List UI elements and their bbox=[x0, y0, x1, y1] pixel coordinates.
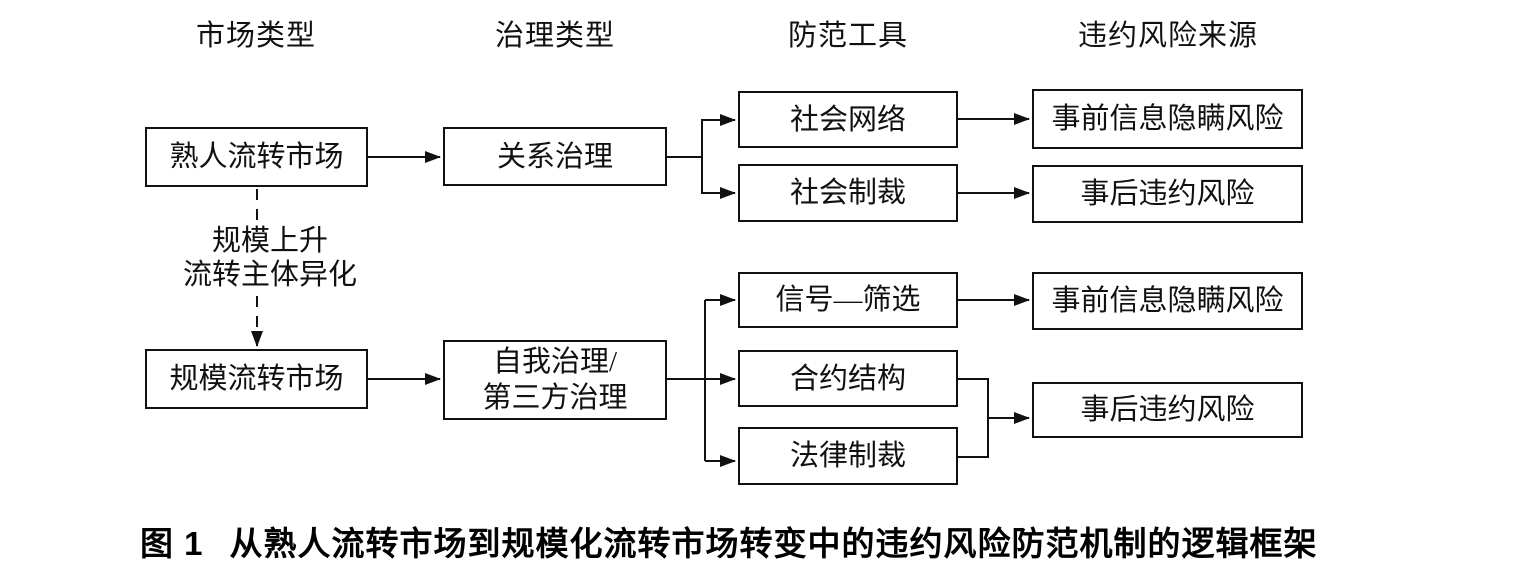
node-scale-market: 规模流转市场 bbox=[145, 349, 368, 409]
node-expost-risk-bottom: 事后违约风险 bbox=[1032, 382, 1303, 438]
node-self-governance: 自我治理/ 第三方治理 bbox=[443, 340, 667, 420]
node-label: 信号—筛选 bbox=[775, 284, 921, 316]
node-label: 规模流转市场 bbox=[169, 363, 344, 395]
node-label: 社会制裁 bbox=[789, 177, 906, 209]
transition-annotation: 规模上升 流转主体异化 bbox=[148, 224, 392, 292]
column-header-market-type: 市场类型 bbox=[195, 20, 316, 52]
node-label: 关系治理 bbox=[496, 140, 613, 173]
node-label: 事后违约风险 bbox=[1080, 394, 1255, 426]
arrow-relational-to-social-sanction bbox=[701, 157, 736, 199]
node-exante-risk-top: 事前信息隐瞒风险 bbox=[1032, 89, 1303, 149]
node-label: 事前信息隐瞒风险 bbox=[1051, 285, 1284, 317]
column-header-prevention-tool: 防范工具 bbox=[787, 20, 908, 52]
transition-line1: 规模上升 bbox=[211, 225, 328, 257]
node-relational-governance: 关系治理 bbox=[443, 127, 667, 186]
node-acquaintance-market: 熟人流转市场 bbox=[145, 127, 368, 187]
node-signal-screening: 信号—筛选 bbox=[738, 272, 958, 328]
figure-caption: 图 1 从熟人流转市场到规模化流转市场转变中的违约风险防范机制的逻辑框架 bbox=[140, 517, 1318, 565]
node-label: 合约结构 bbox=[789, 362, 906, 395]
node-label: 熟人流转市场 bbox=[169, 141, 344, 173]
node-label: 社会网络 bbox=[789, 103, 906, 136]
node-contract-structure: 合约结构 bbox=[738, 350, 958, 407]
column-header-governance-type: 治理类型 bbox=[494, 20, 615, 52]
node-label: 法律制裁 bbox=[789, 440, 906, 472]
figure-caption-number: 图 1 bbox=[140, 525, 204, 562]
node-label-line1: 自我治理/ bbox=[492, 346, 618, 378]
figure-caption-text: 从熟人流转市场到规模化流转市场转变中的违约风险防范机制的逻辑框架 bbox=[229, 525, 1318, 562]
node-label: 事前信息隐瞒风险 bbox=[1051, 103, 1284, 135]
node-social-network: 社会网络 bbox=[738, 91, 958, 148]
node-label-line2: 第三方治理 bbox=[482, 382, 628, 414]
node-label: 事后违约风险 bbox=[1080, 178, 1255, 210]
node-social-sanction: 社会制裁 bbox=[738, 164, 958, 222]
arrow-relational-to-social-network bbox=[667, 114, 736, 158]
transition-line2: 流转主体异化 bbox=[182, 259, 357, 291]
node-expost-risk-top: 事后违约风险 bbox=[1032, 165, 1303, 223]
column-header-risk-source: 违约风险来源 bbox=[1077, 20, 1258, 52]
node-legal-sanction: 法律制裁 bbox=[738, 427, 958, 485]
node-exante-risk-bottom: 事前信息隐瞒风险 bbox=[1032, 272, 1303, 330]
